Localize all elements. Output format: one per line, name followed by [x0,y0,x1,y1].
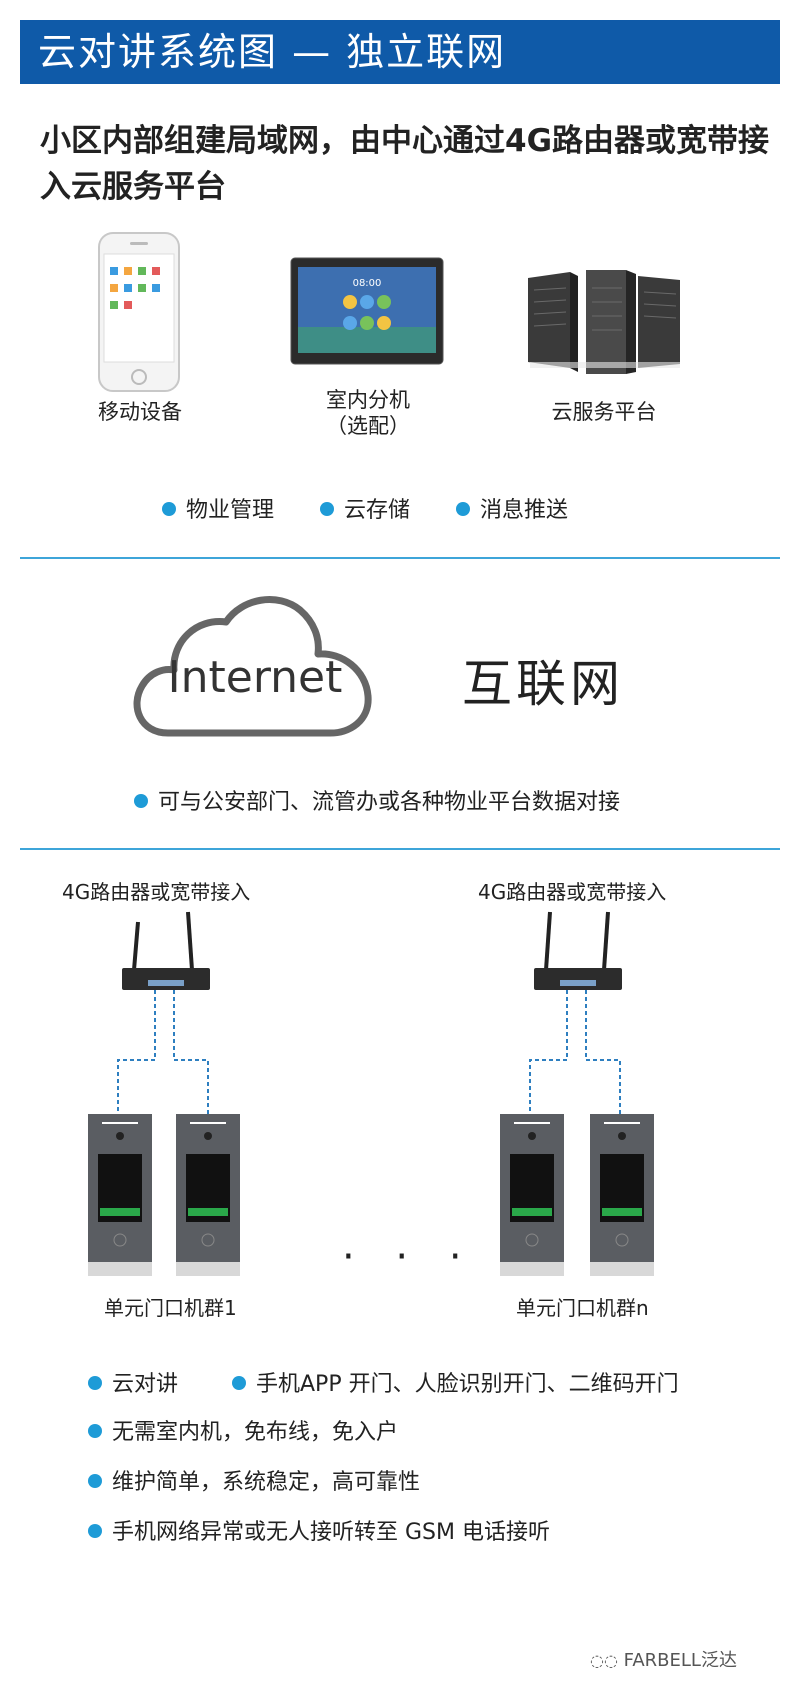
section-divider-2 [20,848,780,850]
device-label-cloud: 云服务平台 [551,400,657,424]
feature-5: 手机网络异常或无人接听转至 GSM 电话接听 [88,1514,550,1546]
integration-note: 可与公安部门、流管办或各种物业平台数据对接 [134,784,620,816]
bullet-dot [456,502,470,516]
cloud-feature-2: 云存储 [320,492,410,524]
router-label-2: 4G路由器或宽带接入 [478,880,667,904]
cloud-server-image [526,268,682,376]
feature-3: 无需室内机，免布线，免入户 [88,1414,398,1446]
more-groups-ellipsis: · · · [342,1234,476,1280]
router-1-icon [122,911,210,990]
feature-2: 手机APP 开门、人脸识别开门、二维码开门 [232,1366,679,1398]
feature-1: 云对讲 [88,1366,178,1398]
door-panels [88,1114,654,1276]
device-label-mobile: 移动设备 [98,400,182,424]
bullet-dot [232,1376,246,1390]
section-divider-1 [20,557,780,559]
watermark: ◌◌ FARBELL泛达 [590,1650,737,1671]
indoor-monitor-image: 08:00 [290,257,444,365]
cloud-feature-1: 物业管理 [162,492,274,524]
bullet-dot [320,502,334,516]
bullet-dot [88,1424,102,1438]
intro-text: 小区内部组建局域网，由中心通过4G路由器或宽带接入云服务平台 [40,123,770,205]
monitor-time: 08:00 [353,278,382,289]
page-title: 云对讲系统图 — 独立联网 [20,20,780,84]
device-sublabel-indoor: （选配） [326,414,410,438]
bullet-dot [162,502,176,516]
feature-4: 维护简单，系统稳定，高可靠性 [88,1464,420,1496]
router-label-1: 4G路由器或宽带接入 [62,880,251,904]
wechat-icon: ◌◌ [590,1651,618,1670]
internet-label: 互联网 [462,655,624,713]
bullet-dot [134,794,148,808]
internet-cloud-icon [128,588,378,748]
bullet-dot [88,1524,102,1538]
panel-group-label-n: 单元门口机群n [516,1296,649,1320]
mobile-device-image [98,232,180,392]
panel-group-label-1: 单元门口机群1 [104,1296,237,1320]
network-topology [88,911,654,1276]
internet-cloud-text: Internet [167,652,343,703]
device-label-indoor: 室内分机 [326,388,410,412]
bullet-dot [88,1474,102,1488]
router-2-icon [534,911,622,990]
cloud-feature-3: 消息推送 [456,492,568,524]
bullet-dot [88,1376,102,1390]
